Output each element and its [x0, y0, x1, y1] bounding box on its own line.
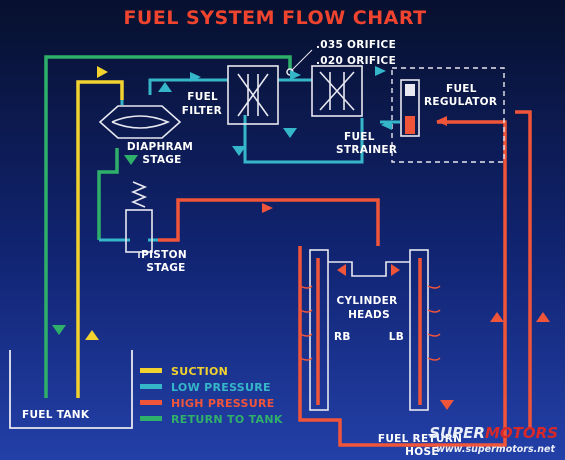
orifice-035-label: .035 ORIFICE	[316, 39, 396, 51]
fuel-filter-label: FUEL FILTER	[182, 91, 222, 117]
lb-label: LB	[389, 331, 404, 343]
return-to-tank-lines	[44, 55, 292, 398]
high-pressure-arrow	[440, 400, 454, 410]
low-pressure-arrow	[290, 70, 301, 80]
suction-up-arrow	[85, 330, 99, 340]
orifice-leader-line	[289, 49, 313, 73]
legend-label: SUCTION	[171, 365, 228, 378]
fuel-regulator-box	[391, 67, 505, 163]
low-pressure-arrow	[375, 66, 386, 76]
watermark-brand: SUPERMOTORS	[429, 424, 558, 442]
piston-stage-label: PISTON STAGE	[141, 249, 191, 274]
legend-item-suction: SUCTION	[140, 365, 228, 378]
cylinder-heads-label: CYLINDER HEADS	[336, 295, 401, 321]
return-down-arrow	[52, 325, 66, 335]
fuel-filter	[227, 65, 279, 125]
fuel-strainer-label: FUEL STRAINER	[336, 131, 397, 156]
suction-arrow	[97, 66, 108, 78]
low-pressure-arrow	[232, 146, 246, 156]
suction-lines	[76, 80, 124, 398]
high-pressure-arrow	[262, 203, 273, 213]
legend-label: HIGH PRESSURE	[171, 397, 275, 410]
chart-title: FUEL SYSTEM FLOW CHART	[123, 7, 426, 29]
high-pressure-arrow	[337, 264, 346, 276]
cylinder-heads-crossover	[328, 261, 410, 277]
low-pressure-arrow	[158, 82, 172, 92]
orifice-020-label: .020 ORIFICE	[316, 55, 396, 67]
low-pressure-arrow	[283, 128, 297, 138]
cylinder-head-rb	[309, 249, 329, 411]
fuel-strainer	[311, 65, 363, 117]
cylinder-head-lb	[409, 249, 429, 411]
fuel-return-hose-label: FUEL RETURN HOSE	[378, 433, 466, 458]
fuel-tank-outline	[9, 350, 133, 429]
low-pressure-arrow	[381, 120, 392, 130]
legend-item-low-pressure: LOW PRESSURE	[140, 381, 271, 394]
legend-swatch	[140, 384, 162, 389]
legend: SUCTION LOW PRESSURE HIGH PRESSURE RETUR…	[140, 365, 283, 426]
high-pressure-arrow	[536, 312, 550, 322]
legend-item-high-pressure: HIGH PRESSURE	[140, 397, 275, 410]
supermotors-watermark: SUPERMOTORS www.supermotors.net	[429, 424, 558, 455]
fuel-tank-label: FUEL TANK	[22, 409, 90, 421]
high-pressure-arrow	[391, 264, 400, 276]
legend-item-return-to-tank: RETURN TO TANK	[140, 413, 283, 426]
legend-label: LOW PRESSURE	[171, 381, 271, 394]
diaphragm-stage-label: DIAPHRAM STAGE	[127, 141, 197, 166]
legend-swatch	[140, 368, 162, 373]
high-pressure-arrow	[490, 312, 504, 322]
legend-swatch	[140, 400, 162, 405]
fuel-regulator-body	[400, 79, 420, 137]
high-pressure-lines	[158, 110, 532, 447]
watermark-url: www.supermotors.net	[436, 444, 555, 455]
return-arrow	[124, 155, 138, 165]
flow-arrows	[52, 66, 550, 410]
low-pressure-arrow	[190, 72, 201, 82]
diaphragm-stage	[98, 105, 182, 139]
fuel-regulator-label: FUEL REGULATOR	[424, 83, 497, 108]
rb-label: RB	[334, 331, 351, 343]
piston-stage	[125, 181, 153, 258]
injector-ports	[299, 285, 441, 361]
high-pressure-arrow	[436, 116, 447, 126]
legend-label: RETURN TO TANK	[171, 413, 283, 426]
legend-swatch	[140, 416, 162, 421]
